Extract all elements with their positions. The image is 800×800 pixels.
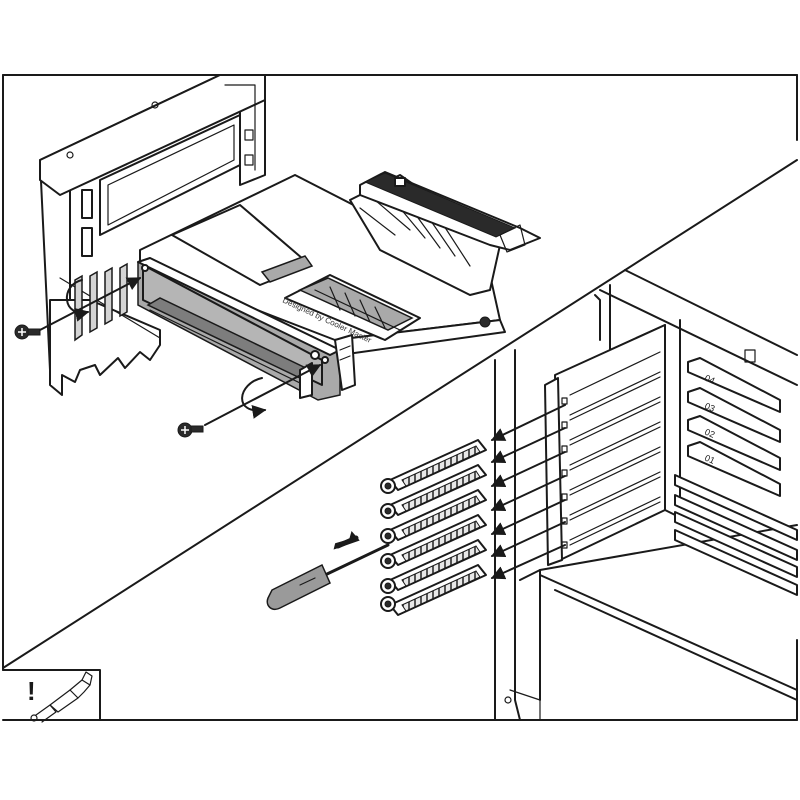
slot-cover [380, 464, 487, 519]
card-04: 04 [687, 357, 781, 413]
svg-text:03: 03 [703, 401, 716, 414]
svg-text:01: 01 [703, 453, 716, 466]
screw-icon [14, 324, 41, 340]
back-plate [39, 74, 266, 396]
bracket-screw-hole-top [141, 264, 149, 272]
insert-arrow [204, 364, 322, 426]
screwdriver-icon [266, 530, 390, 610]
insert-arrow [39, 277, 142, 331]
screw-icon [177, 422, 204, 438]
motherboard-slots [674, 474, 798, 596]
slot-cover [380, 514, 487, 569]
svg-text:04: 04 [703, 373, 716, 386]
slot-cover [380, 539, 487, 594]
tray-screw-post [479, 316, 491, 328]
slot-covers [380, 439, 487, 616]
svg-text:02: 02 [703, 427, 716, 440]
slot-stripes [74, 262, 128, 342]
slot-cover [380, 489, 487, 544]
removal-arrows [490, 404, 566, 580]
riser-cable-connector [359, 171, 541, 253]
screw-bottom [177, 364, 322, 438]
panel-divider [2, 159, 798, 669]
card-02: 02 [687, 415, 781, 471]
slot-cover [380, 564, 487, 616]
pcie-connector-on-tray [298, 277, 414, 331]
rotate-arrow-icon [66, 279, 90, 322]
riser-bracket-panel: Designed by Cooler Master [14, 74, 541, 438]
frame [2, 74, 798, 721]
rotate-arrow-icon [241, 377, 267, 419]
internal-cards: 04 03 02 01 [674, 357, 798, 596]
warning-box: ! [2, 669, 101, 723]
card-03: 03 [687, 387, 781, 443]
case-pci-bracket [544, 324, 666, 566]
card-01: 01 [687, 441, 781, 497]
open-slot-row [569, 351, 661, 546]
tool-icon [30, 671, 93, 723]
slot-cover [380, 439, 487, 494]
warning-exclamation-icon: ! [27, 676, 36, 706]
screw-top [14, 277, 142, 340]
vertical-gpu-bracket [137, 257, 356, 401]
case-slot-panel: 04 03 02 01 [266, 269, 798, 721]
